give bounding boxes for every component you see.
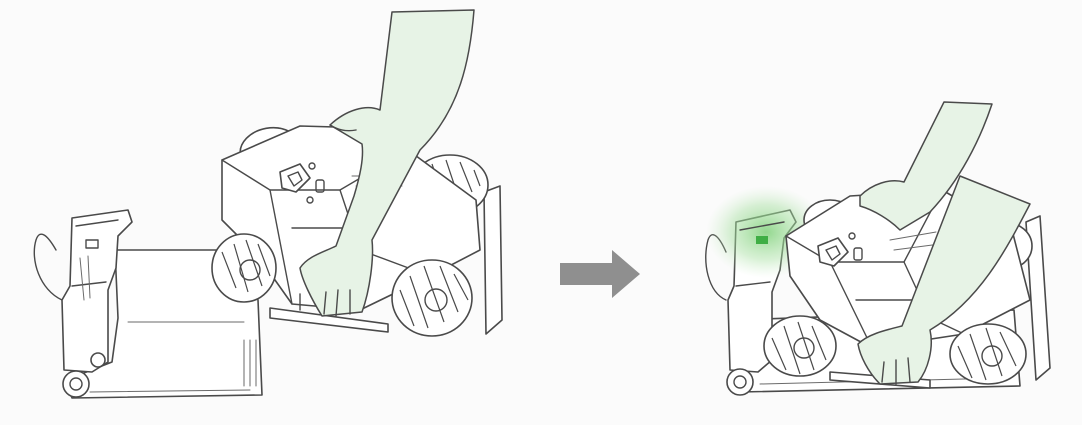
step-1-illustration <box>34 10 502 398</box>
charging-indicator-icon <box>756 236 768 244</box>
right-arrow-icon <box>560 250 640 298</box>
step-2-illustration <box>706 102 1050 395</box>
